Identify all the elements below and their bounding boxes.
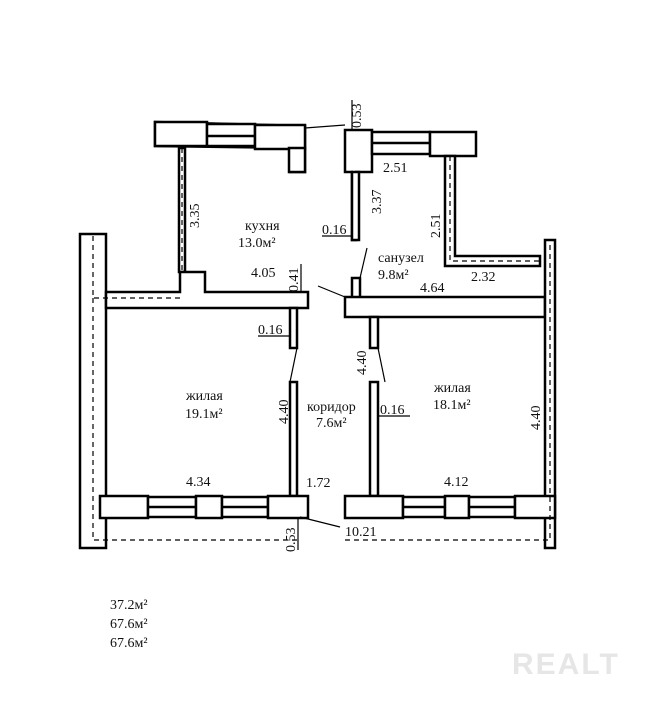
bathroom-partition — [350, 170, 361, 242]
partition — [368, 315, 380, 350]
bathroom-area: 9.8м² — [378, 268, 409, 283]
dim-10-21: 10.21 — [345, 525, 377, 540]
dim-3-37: 3.37 — [370, 190, 385, 215]
partition — [288, 306, 299, 350]
dim-4-40: 4.40 — [529, 406, 544, 431]
leader-lines — [258, 100, 410, 550]
kitchen-bottom-wall — [104, 270, 310, 310]
wall-segment — [253, 123, 307, 151]
dim-4-34: 4.34 — [186, 475, 211, 490]
wall-segment — [194, 494, 224, 520]
dim-0-53: 0.53 — [284, 528, 299, 553]
dim-4-12: 4.12 — [444, 475, 469, 490]
right-top-wall — [343, 295, 547, 319]
wall-segment — [343, 494, 405, 520]
corridor-area: 7.6м² — [316, 416, 347, 431]
dim-3-35: 3.35 — [188, 204, 203, 229]
living-left-name: жилая — [185, 389, 223, 404]
wall-segment — [428, 130, 478, 158]
dim-4-05: 4.05 — [251, 266, 276, 281]
wall-segment — [513, 494, 557, 520]
living-right-area: 18.1м² — [433, 398, 471, 413]
bathroom-name: санузел — [378, 251, 424, 266]
dim-0-53: 0.53 — [350, 104, 365, 129]
dim-2-32: 2.32 — [471, 270, 496, 285]
total-area: 67.6м² — [110, 617, 148, 632]
wall-segment — [443, 494, 471, 520]
living-right-name: жилая — [433, 381, 471, 396]
wall-segment — [98, 494, 150, 520]
living-left-area: 19.1м² — [185, 407, 223, 422]
dim-2-51: 2.51 — [429, 214, 444, 239]
kitchen-area: 13.0м² — [238, 236, 276, 251]
door-stub — [350, 276, 362, 300]
dim-0-41: 0.41 — [287, 268, 302, 293]
dashed-lines — [92, 148, 551, 541]
wall-segment — [266, 494, 310, 520]
total-area-2: 67.6м² — [110, 636, 148, 651]
watermark-logo: REALT — [512, 648, 620, 681]
dim-0-16: 0.16 — [322, 223, 347, 238]
dim-4-40: 4.40 — [355, 351, 370, 376]
dim-1-72: 1.72 — [306, 476, 331, 491]
dim-0-16: 0.16 — [380, 403, 405, 418]
corridor-name: коридор — [307, 400, 356, 415]
kitchen-name: кухня — [245, 219, 280, 234]
bathroom-right-wall — [443, 154, 542, 268]
partition — [368, 380, 380, 498]
wall-pier — [287, 146, 307, 174]
dim-4-64: 4.64 — [420, 281, 445, 296]
dim-0-16: 0.16 — [258, 323, 283, 338]
wall-segment — [153, 120, 209, 148]
dim-2-51: 2.51 — [383, 161, 408, 176]
total-living-area: 37.2м² — [110, 598, 148, 613]
dim-4-40: 4.40 — [277, 400, 292, 425]
partition — [288, 380, 299, 498]
